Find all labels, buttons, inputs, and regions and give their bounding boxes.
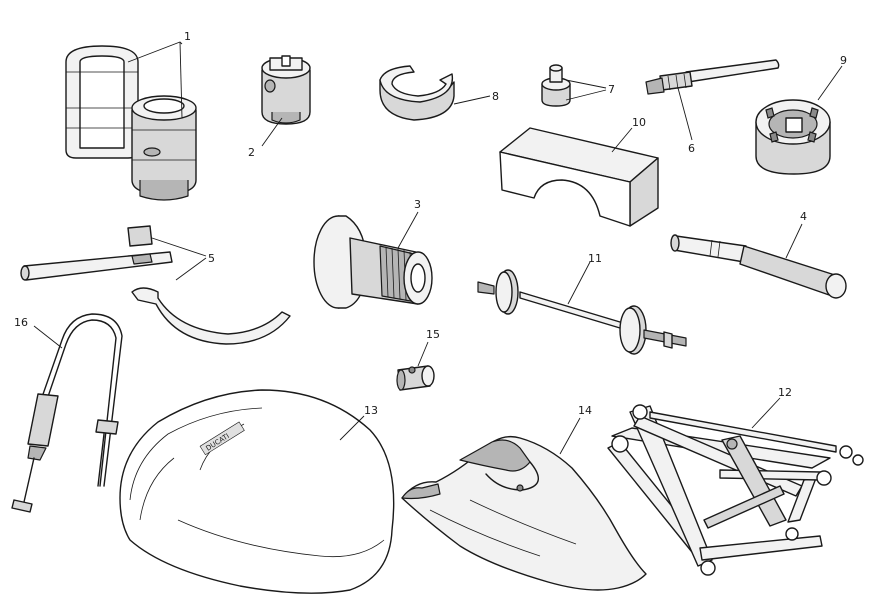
leader-8: [453, 95, 491, 105]
leader-16: [33, 325, 63, 349]
leader-9: [817, 65, 843, 101]
part-7-bleed-nipple: [541, 64, 571, 107]
part-3-flanged-sleeve: [313, 215, 433, 309]
part-13-tank-cover: DUCATI: [119, 389, 395, 594]
part-2-threaded-fitting: [261, 55, 311, 125]
callout-5: 5: [208, 252, 215, 265]
callout-9: 9: [840, 54, 847, 67]
leader-13: [339, 415, 365, 441]
callout-3: 3: [414, 198, 421, 211]
part-14-protective-cloth: [401, 435, 647, 591]
part-16-cable-tool: [11, 313, 123, 513]
part-8-split-ring: [379, 65, 455, 121]
callout-7: 7: [608, 83, 615, 96]
callout-13: 13: [364, 404, 378, 417]
part-9-ring-nut-socket: [755, 99, 831, 175]
leader-3: [397, 211, 419, 249]
leader-7b: [565, 89, 607, 101]
part-10-v-block: [499, 127, 659, 227]
callout-8: 8: [492, 90, 499, 103]
part-6-rod-tool: [645, 59, 780, 95]
part-15-small-bush: [396, 365, 435, 391]
leader-4: [785, 223, 803, 259]
callout-6: 6: [688, 142, 695, 155]
leader-7a: [565, 79, 607, 89]
callout-4: 4: [800, 210, 807, 223]
part-4-piston-tool: [670, 234, 847, 299]
part-12-folding-stand: [607, 404, 864, 576]
part-1-split-bushing: [65, 45, 197, 201]
leader-6: [677, 87, 693, 141]
leader-14: [559, 417, 581, 455]
leader-15: [417, 341, 429, 367]
callout-12: 12: [778, 386, 792, 399]
part-11-puller: [477, 269, 687, 355]
leader-10: [611, 127, 633, 153]
leader-5b: [175, 257, 207, 281]
callout-10: 10: [632, 116, 646, 129]
callout-11: 11: [588, 252, 602, 265]
callout-1: 1: [184, 30, 191, 43]
leader-2: [261, 117, 283, 147]
callout-2: 2: [248, 146, 255, 159]
callout-15: 15: [426, 328, 440, 341]
callout-16: 16: [14, 316, 28, 329]
leader-11: [567, 261, 591, 305]
callout-14: 14: [578, 404, 592, 417]
part-5-pin-wrench: [20, 225, 291, 345]
leader-5a: [151, 237, 207, 257]
leader-1: [127, 41, 183, 63]
leader-12: [751, 397, 781, 429]
